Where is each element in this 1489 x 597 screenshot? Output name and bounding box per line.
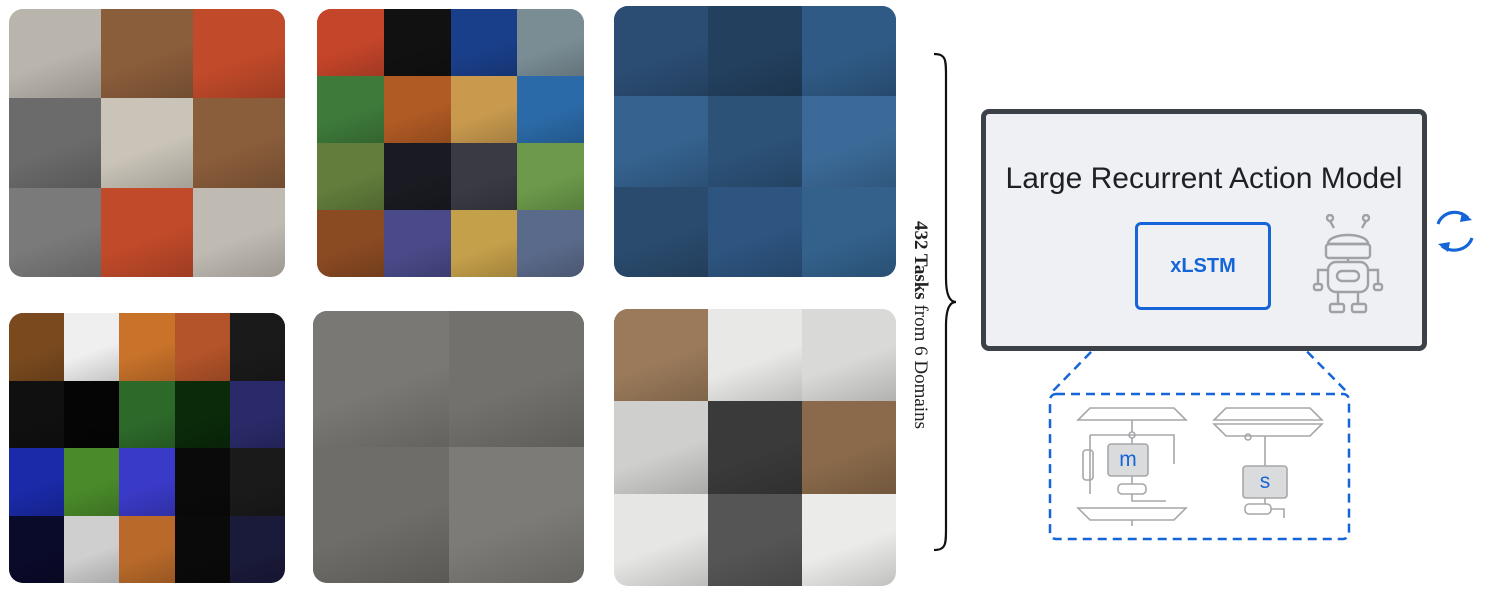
procgen-tile [317, 9, 384, 76]
dm-control-tile [708, 6, 802, 97]
mimicgen-tile [802, 493, 896, 586]
atari-tile [64, 515, 120, 583]
procgen-tile [450, 143, 518, 210]
meta-world-tile [101, 9, 193, 99]
composuite-tile [313, 447, 449, 583]
atari-tile [64, 380, 120, 448]
atari-tile [64, 448, 120, 516]
meta-world-tile [101, 98, 193, 188]
meta-world-tile [9, 187, 101, 277]
xlstm-block: xLSTM [1135, 222, 1271, 310]
composuite-tile [313, 311, 449, 447]
model-title: Large Recurrent Action Model [1005, 162, 1403, 195]
atari-tile [119, 380, 175, 448]
atari-tile [174, 313, 230, 381]
procgen-tile [450, 210, 518, 277]
robot-icon [1312, 214, 1384, 314]
dm-control-tile [802, 6, 896, 97]
meta-world-tile [193, 9, 285, 99]
procgen-tile [317, 143, 384, 210]
composuite-tile [448, 311, 584, 447]
atari-tile [64, 313, 120, 381]
procgen-tile [450, 76, 518, 143]
procgen-tile [517, 143, 584, 210]
mimicgen-tile [802, 401, 896, 494]
domain-panel-mimicgen [614, 309, 896, 586]
atari-tile [229, 448, 285, 516]
meta-world-tile [193, 98, 285, 188]
atari-tile [119, 313, 175, 381]
dm-control-tile [614, 96, 708, 187]
atari-tile [174, 515, 230, 583]
procgen-tile [317, 210, 384, 277]
meta-world-tile [101, 187, 193, 277]
dm-control-tile [802, 186, 896, 277]
atari-tile [9, 313, 65, 381]
procgen-tile [383, 9, 451, 76]
mimicgen-tile [614, 401, 708, 494]
domain-panel-meta-world [9, 9, 285, 277]
dm-control-tile [708, 96, 802, 187]
domain-panel-dm-control [614, 6, 896, 277]
model-box: Large Recurrent Action Model xLSTM [981, 109, 1427, 351]
slstm-cell-label: s [1259, 470, 1271, 493]
procgen-tile [383, 76, 451, 143]
atari-tile [119, 515, 175, 583]
cycle-arrows-icon [1436, 210, 1474, 252]
procgen-tile [517, 76, 584, 143]
domain-panel-procgen [317, 9, 584, 277]
grouping-brace [933, 52, 957, 552]
mimicgen-tile [614, 309, 708, 402]
atari-tile [229, 380, 285, 448]
procgen-tile [383, 210, 451, 277]
mimicgen-tile [614, 493, 708, 586]
atari-tile [9, 515, 65, 583]
atari-tile [174, 448, 230, 516]
atari-tile [119, 448, 175, 516]
meta-world-tile [193, 187, 285, 277]
meta-world-tile [9, 9, 101, 99]
atari-tile [9, 448, 65, 516]
domain-panel-composuite [313, 311, 584, 583]
mlstm-block-diagram [1076, 407, 1188, 526]
procgen-tile [317, 76, 384, 143]
dm-control-tile [614, 186, 708, 277]
procgen-tile [517, 9, 584, 76]
atari-tile [229, 313, 285, 381]
procgen-tile [450, 9, 518, 76]
dm-control-tile [802, 96, 896, 187]
atari-tile [229, 515, 285, 583]
procgen-tile [517, 210, 584, 277]
atari-tile [9, 380, 65, 448]
atari-tile [174, 380, 230, 448]
mimicgen-tile [708, 401, 802, 494]
domain-panel-atari [9, 313, 285, 583]
mlstm-cell-label: m [1119, 448, 1137, 471]
dm-control-tile [614, 6, 708, 97]
mimicgen-tile [802, 309, 896, 402]
dm-control-tile [708, 186, 802, 277]
procgen-tile [383, 143, 451, 210]
mimicgen-tile [708, 309, 802, 402]
mimicgen-tile [708, 493, 802, 586]
xlstm-label: xLSTM [1170, 254, 1236, 277]
meta-world-tile [9, 98, 101, 188]
composuite-tile [448, 447, 584, 583]
slstm-block-diagram [1212, 407, 1324, 518]
